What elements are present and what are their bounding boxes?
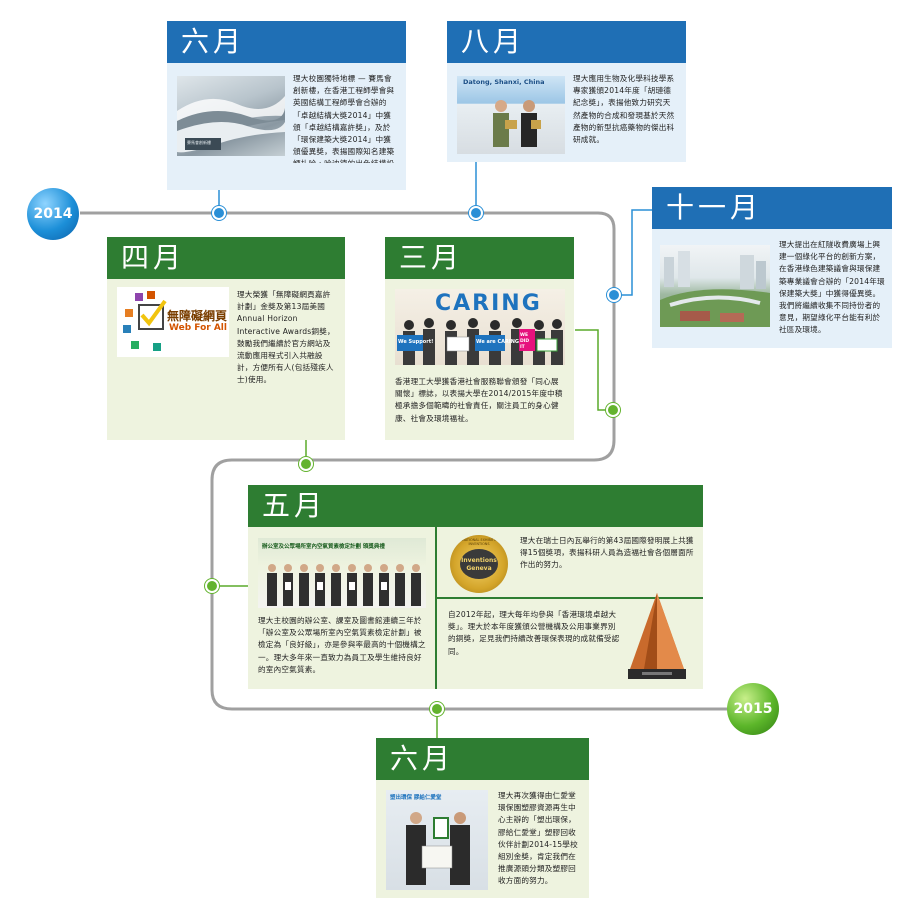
- card-month-title: 四月: [107, 237, 345, 279]
- card-text: 理大提出在紅隧收費廣場上興建一個綠化平台的創新方案，在香港綠色建築議會與環保建築…: [779, 240, 885, 335]
- card-month-title: 六月: [167, 21, 406, 63]
- card-text-overflow: [177, 163, 402, 187]
- photo-iaq-ceremony: 辦公室及公眾場所室內空氣質素檢定計劃 頒獎典禮: [258, 538, 426, 608]
- logo-en: Web For All: [169, 323, 227, 333]
- photo-caring-group: CARING We Support! We are CARING WE DID …: [395, 289, 565, 365]
- medal-line2: Geneva: [466, 565, 492, 572]
- group-illustration: [397, 318, 563, 365]
- timeline-node-may: [205, 579, 219, 593]
- card-november: 十一月 理大提出在紅隧收費廣場上興建一個綠化平台的創新方案，在香港綠色建築議會與…: [652, 187, 892, 348]
- card-text-left: 理大主校園的辦公室、課室及圖書館連續三年於「辦公室及公眾場所室內空氣質素檢定計劃…: [258, 616, 426, 674]
- card-text-right-bottom: 自2012年起，理大每年均參與「香港環境卓越大獎」。理大於本年度獲頒公營機構及公…: [448, 610, 620, 656]
- medal-ring-text: INTERNATIONAL EXHIBITION OF INVENTIONS: [452, 538, 506, 546]
- card-text-right-top: 理大在瑞士日內瓦舉行的第43屆國際發明展上共獲得15個獎項，表揚科研人員為造福社…: [520, 536, 694, 570]
- render-illustration: [660, 251, 770, 327]
- ceremony-illustration: [267, 564, 421, 606]
- ceremony-banner: 辦公室及公眾場所室內空氣質素檢定計劃 頒獎典禮: [262, 544, 385, 550]
- timeline-node-march: [606, 403, 620, 417]
- card-text: 理大應用生物及化學科技學系專家獲頒2014年度「胡璉德紀念獎」，表揚他致力研究天…: [573, 74, 675, 145]
- sign-we-did-it: WE DID IT: [520, 333, 530, 350]
- card-text: 理大再次獲得由仁愛堂環保園塑膠資源再生中心主辦的「塑出環保，膠給仁愛堂」塑膠回收…: [498, 791, 578, 886]
- timeline-node-august: [469, 206, 483, 220]
- card-text: 理大校園獨特地標 — 賽馬會創新樓，在香港工程師學會與英國結構工程師學會合辦的「…: [293, 74, 395, 163]
- medal-inventions-geneva: INTERNATIONAL EXHIBITION OF INVENTIONS I…: [450, 535, 508, 593]
- logo-zh: 無障礙網頁: [167, 309, 228, 323]
- card-august: 八月 Datong, Shanxi, China 理大應用生物及化學科技學系專家…: [447, 21, 686, 162]
- timeline-node-november: [607, 288, 621, 302]
- card-june-2014: 六月 賽馬會創新樓 理大校園獨特地標 — 賽馬會創新樓，在香港工程師學會與英國結…: [167, 21, 406, 190]
- photo-caption: 賽馬會創新樓: [187, 140, 211, 145]
- card-text: 理大榮獲「無障礙網頁嘉許計劃」金獎及第13屆美國Annual Horizon I…: [237, 290, 335, 385]
- card-april: 四月 無障礙網頁 Web For All 理大榮獲「無障礙網頁嘉許計劃」金獎及第…: [107, 237, 345, 440]
- timeline-node-june-2015: [430, 702, 444, 716]
- accessibility-icons: [123, 291, 167, 351]
- card-month-title: 三月: [385, 237, 574, 279]
- building-illustration: [177, 96, 285, 153]
- sign-we-are-caring: We are CARING: [476, 339, 519, 345]
- card-june-2015: 六月 塑出環保 膠給仁愛堂 理大再次獲得由仁愛堂環保園塑膠資源再生中心主辦的「塑…: [376, 738, 589, 898]
- card-month-title: 十一月: [652, 187, 892, 229]
- photo-plastic-recycling-award: 塑出環保 膠給仁愛堂: [386, 790, 488, 890]
- photo-award-ceremony: Datong, Shanxi, China: [457, 76, 565, 154]
- card-march: 三月 CARING We Support! We are CARING WE D…: [385, 237, 574, 440]
- caring-banner: CARING: [435, 291, 542, 316]
- card-month-title: 六月: [376, 738, 589, 780]
- photo-innovation-tower: 賽馬會創新樓: [177, 76, 285, 156]
- card-text: 香港理工大學獲香港社會服務聯會頒發「同心展關懷」標誌，以表揚大學在2014/20…: [395, 377, 563, 423]
- trophy-environmental-award: [622, 591, 692, 681]
- people-illustration: [493, 100, 541, 147]
- card-month-title: 五月: [248, 485, 703, 527]
- trophy-illustration: [628, 593, 686, 679]
- year-badge-2014: 2014: [27, 188, 79, 240]
- card-month-title: 八月: [447, 21, 686, 63]
- award-backdrop: 塑出環保 膠給仁愛堂: [390, 795, 442, 801]
- divider-vertical: [435, 527, 437, 689]
- medal-line1: Inventions: [461, 557, 497, 564]
- timeline-node-april: [299, 457, 313, 471]
- award-illustration: [406, 812, 470, 885]
- logo-web-for-all: 無障礙網頁 Web For All: [117, 287, 229, 357]
- card-may: 五月 辦公室及公眾場所室內空氣質素檢定計劃 頒獎典禮 理大主校園的辦公室、課室及…: [248, 485, 703, 689]
- divider-horizontal: [437, 597, 703, 599]
- year-badge-2015: 2015: [727, 683, 779, 735]
- photo-caption: Datong, Shanxi, China: [463, 78, 545, 86]
- timeline-node-june: [212, 206, 226, 220]
- photo-green-deck-render: [660, 245, 770, 327]
- sign-we-support: We Support!: [398, 339, 434, 345]
